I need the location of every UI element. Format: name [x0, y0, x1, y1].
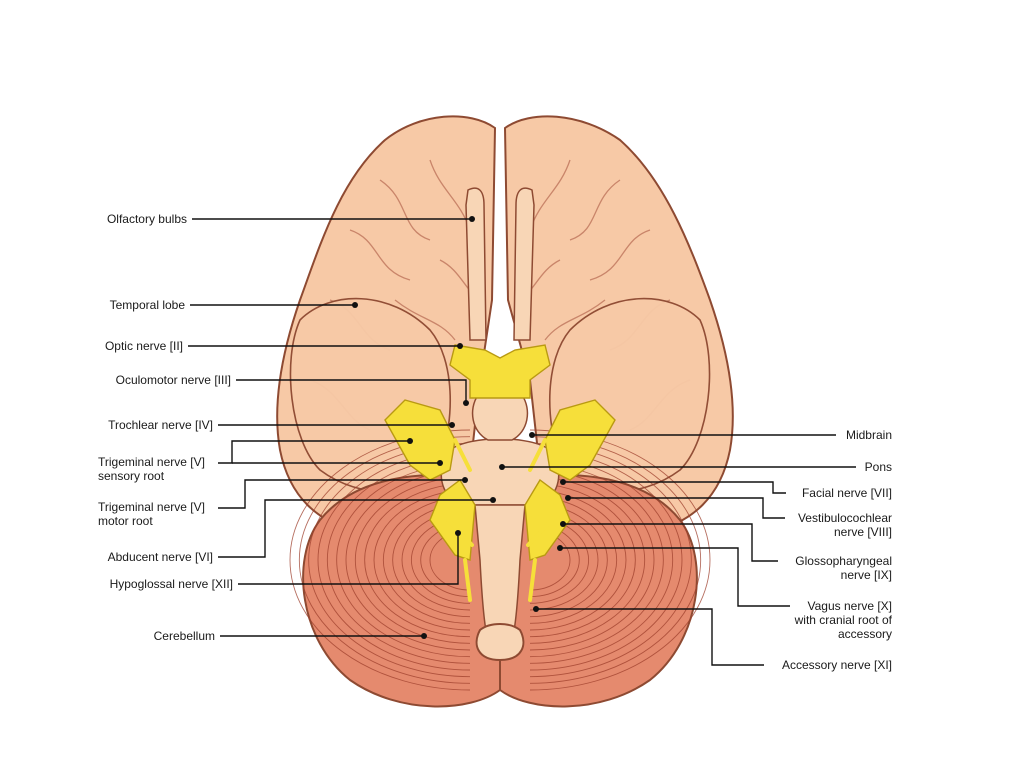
dot-oculomotor: [463, 400, 469, 406]
label-trigeminal-sensory-line1: Trigeminal nerve [V]: [98, 455, 205, 469]
label-vestibulocochlear-line1: Vestibulocochlear: [798, 511, 892, 525]
dot-vestibulocochlear: [565, 495, 571, 501]
label-vagus-nerve: Vagus nerve [X] with cranial root of acc…: [795, 599, 892, 641]
dot-midbrain: [529, 432, 535, 438]
label-vagus-line3: accessory: [795, 627, 892, 641]
dot-hypoglossal: [455, 530, 461, 536]
spinal-cord-section: [477, 624, 524, 660]
label-midbrain: Midbrain: [846, 428, 892, 442]
label-accessory-nerve: Accessory nerve [XI]: [782, 658, 892, 672]
dot-temporal: [352, 302, 358, 308]
label-olfactory-bulbs: Olfactory bulbs: [107, 212, 187, 226]
label-glossopharyngeal-line1: Glossopharyngeal: [795, 554, 892, 568]
olfactory-tract-left: [466, 188, 486, 340]
label-hypoglossal-nerve: Hypoglossal nerve [XII]: [110, 577, 233, 591]
dot-trochlear: [449, 422, 455, 428]
dot-glossopharyngeal: [560, 521, 566, 527]
label-trigeminal-motor: Trigeminal nerve [V] motor root: [98, 500, 205, 528]
label-cerebellum: Cerebellum: [154, 629, 215, 643]
label-trigeminal-sensory-line2: sensory root: [98, 469, 205, 483]
dot-trigeminal-sensory-b: [437, 460, 443, 466]
label-vagus-line1: Vagus nerve [X]: [795, 599, 892, 613]
label-vagus-line2: with cranial root of: [795, 613, 892, 627]
dot-pons: [499, 464, 505, 470]
label-trochlear-nerve: Trochlear nerve [IV]: [108, 418, 213, 432]
dot-abducent: [490, 497, 496, 503]
label-temporal-lobe: Temporal lobe: [110, 298, 185, 312]
dot-trigeminal-sensory: [407, 438, 413, 444]
label-optic-nerve: Optic nerve [II]: [105, 339, 183, 353]
label-pons: Pons: [865, 460, 892, 474]
dot-facial: [560, 479, 566, 485]
label-abducent-nerve: Abducent nerve [VI]: [108, 550, 213, 564]
label-glossopharyngeal-line2: nerve [IX]: [795, 568, 892, 582]
label-trigeminal-motor-line1: Trigeminal nerve [V]: [98, 500, 205, 514]
label-trigeminal-sensory: Trigeminal nerve [V] sensory root: [98, 455, 205, 483]
label-facial-nerve: Facial nerve [VII]: [802, 486, 892, 500]
dot-cerebellum: [421, 633, 427, 639]
dot-olfactory: [469, 216, 475, 222]
label-oculomotor-nerve: Oculomotor nerve [III]: [116, 373, 231, 387]
dot-optic: [457, 343, 463, 349]
label-trigeminal-motor-line2: motor root: [98, 514, 205, 528]
label-glossopharyngeal: Glossopharyngeal nerve [IX]: [795, 554, 892, 582]
dot-accessory: [533, 606, 539, 612]
dot-vagus: [557, 545, 563, 551]
dot-trigeminal-motor: [462, 477, 468, 483]
olfactory-tract-right: [514, 188, 534, 340]
label-vestibulocochlear: Vestibulocochlear nerve [VIII]: [798, 511, 892, 539]
label-vestibulocochlear-line2: nerve [VIII]: [798, 525, 892, 539]
